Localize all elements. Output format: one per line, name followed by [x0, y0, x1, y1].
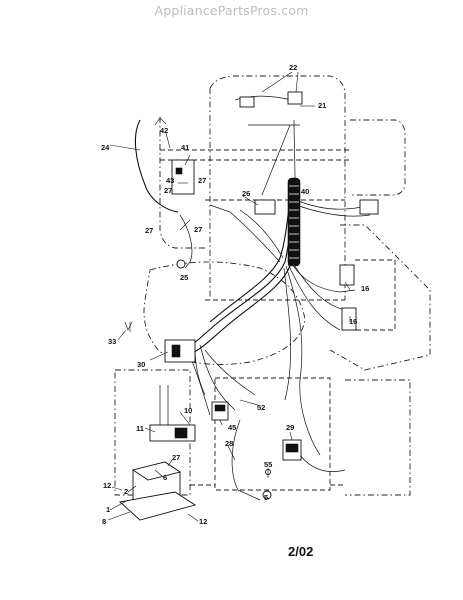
callout-26: 26	[242, 189, 250, 198]
callout-28: 28	[225, 439, 233, 448]
callout-45: 45	[228, 423, 236, 432]
callout-33: 33	[108, 337, 116, 346]
callout-27-e: 27	[172, 453, 180, 462]
component-parts	[119, 91, 379, 521]
callout-55: 55	[264, 460, 272, 469]
callout-29: 29	[286, 423, 294, 432]
connector-21	[239, 96, 255, 108]
callout-10: 10	[184, 406, 192, 415]
callout-27-a: 27	[164, 186, 172, 195]
harness-conduit-coil	[287, 177, 301, 267]
callout-52: 52	[257, 403, 265, 412]
watermark-text: AppliancePartsPros.com	[154, 3, 309, 18]
callout-2: 2	[124, 487, 128, 496]
callout-30: 30	[137, 360, 145, 369]
wiring-harness-bundle	[134, 95, 371, 501]
callout-5: 5	[264, 493, 268, 502]
callout-8: 8	[102, 517, 106, 526]
diagram-revision-code: 2/02	[288, 544, 314, 559]
chassis-frame	[114, 75, 431, 496]
callout-12-b: 12	[199, 517, 207, 526]
callout-42: 42	[160, 126, 168, 135]
callout-43: 43	[166, 176, 174, 185]
callout-16-b: 16	[349, 317, 357, 326]
callout-11: 11	[136, 424, 144, 433]
callout-6: 6	[163, 473, 167, 482]
callout-27-c: 27	[145, 226, 153, 235]
callout-labels: 22 21 24 42 41 43 27 27 26 40 27 27 25 1…	[101, 63, 369, 526]
callout-25: 25	[180, 273, 188, 282]
callout-leaders	[107, 71, 351, 522]
callout-27-d: 27	[194, 225, 202, 234]
callout-27-b: 27	[198, 176, 206, 185]
callout-21: 21	[318, 101, 326, 110]
callout-41: 41	[181, 143, 189, 152]
callout-12-a: 12	[103, 481, 111, 490]
callout-40: 40	[301, 187, 309, 196]
callout-22: 22	[289, 63, 297, 72]
callout-24: 24	[101, 143, 110, 152]
callout-1: 1	[106, 505, 110, 514]
callout-16-a: 16	[361, 284, 369, 293]
